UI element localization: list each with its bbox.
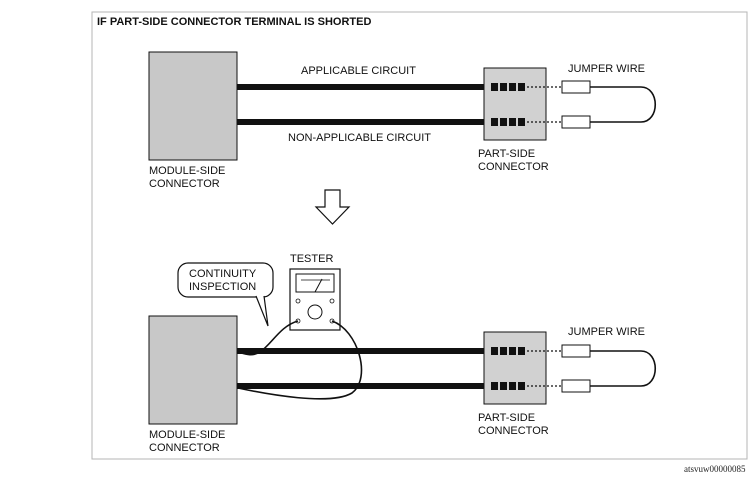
tester-label: TESTER <box>290 253 333 265</box>
pin-block <box>509 118 516 126</box>
pin-block <box>500 118 507 126</box>
pin-block <box>509 83 516 91</box>
module-side-connector-top <box>148 51 238 161</box>
diagram-title: IF PART-SIDE CONNECTOR TERMINAL IS SHORT… <box>97 16 371 28</box>
multimeter-icon <box>289 268 341 331</box>
pin-block <box>509 382 516 390</box>
non-applicable-circuit-label: NON-APPLICABLE CIRCUIT <box>288 132 431 144</box>
applicable-circuit-label: APPLICABLE CIRCUIT <box>301 65 416 77</box>
tester-lead-left <box>237 320 299 356</box>
module-side-label-top-2: CONNECTOR <box>149 178 220 190</box>
pin-block <box>500 347 507 355</box>
jumper-wire-loop-top <box>590 86 656 123</box>
jumper-probe-lower-bottom <box>561 379 591 393</box>
pin-block <box>509 347 516 355</box>
jumper-wire-label-top: JUMPER WIRE <box>568 63 645 75</box>
part-side-label-top-1: PART-SIDE <box>478 148 535 160</box>
pin-block <box>491 382 498 390</box>
pin-block <box>518 83 525 91</box>
part-side-label-bottom-1: PART-SIDE <box>478 412 535 424</box>
bottom-panel: TESTER CONTINUITY INSPECTION <box>148 253 656 454</box>
pin-block <box>518 382 525 390</box>
jumper-wire-label-bottom: JUMPER WIRE <box>568 326 645 338</box>
module-side-label-bottom-1: MODULE-SIDE <box>149 429 225 441</box>
continuity-callout <box>177 262 274 298</box>
jumper-wire-loop-bottom <box>590 350 656 387</box>
jumper-probe-lower <box>561 115 591 129</box>
jumper-probe-upper-bottom <box>561 344 591 358</box>
pin-block <box>491 347 498 355</box>
image-id: atsvuw00000085 <box>684 464 746 474</box>
part-side-connector-top <box>483 67 547 141</box>
continuity-label-1: CONTINUITY <box>189 268 257 280</box>
pin-block <box>518 347 525 355</box>
module-side-label-top-1: MODULE-SIDE <box>149 165 225 177</box>
top-panel: APPLICABLE CIRCUIT NON-APPLICABLE CIRCUI… <box>148 51 656 190</box>
part-side-label-bottom-2: CONNECTOR <box>478 425 549 437</box>
jumper-probe-upper <box>561 80 591 94</box>
tester-lead-right <box>237 320 363 400</box>
continuity-callout-pointer <box>255 295 269 327</box>
diagram-frame <box>91 11 748 460</box>
module-side-label-bottom-2: CONNECTOR <box>149 442 220 454</box>
pin-block <box>491 118 498 126</box>
pin-block <box>518 118 525 126</box>
part-side-connector-bottom <box>483 331 547 405</box>
part-side-label-top-2: CONNECTOR <box>478 161 549 173</box>
down-arrow-icon <box>314 189 351 225</box>
module-side-connector-bottom <box>148 315 238 425</box>
pin-block <box>500 382 507 390</box>
pin-block <box>491 83 498 91</box>
continuity-label-2: INSPECTION <box>189 281 256 293</box>
pin-block <box>500 83 507 91</box>
